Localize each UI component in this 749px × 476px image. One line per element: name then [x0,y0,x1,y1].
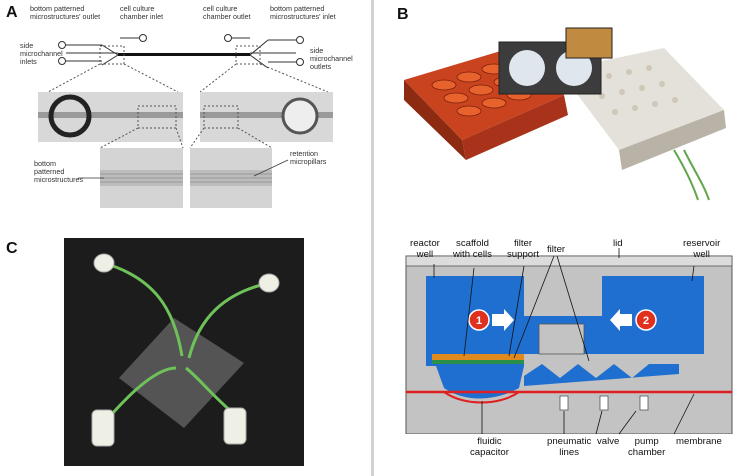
panel-divider [371,0,374,476]
label-reservoir-well: reservoir well [683,238,721,260]
label-scaffold: scaffold with cells [453,238,492,260]
label-filter: filter [547,244,566,255]
panel-letter-c: C [6,240,18,257]
label-chamber-outlet: cell culture chamber outlet [203,4,251,21]
label-bottom-inlet: bottom patterned microstructures' inlet [270,4,336,21]
marker-1 [468,309,490,331]
label-pump-chamber: pump chamber [628,436,666,458]
panel-c-photo [64,238,304,466]
label-pneumatic-lines: pneumatic lines [547,436,592,458]
label-reactor-well: reactor well [410,238,440,260]
marker-1-text: 1 [476,315,482,327]
filter-support [432,354,524,360]
panel-d-diagram: 1 2 [374,248,749,474]
label-bottom-outlet: bottom patterned microstructures' outlet [30,4,101,21]
label-valve: valve [597,436,620,447]
port-micrograph-right [281,97,319,135]
label-lid: lid [613,238,623,249]
marker-2 [635,309,657,331]
label-filter-support: filter support [507,238,539,260]
label-fluidic-capacitor: fluidic capacitor [470,436,509,458]
marker-2-text: 2 [643,315,649,327]
panel-letter-a: A [6,4,18,21]
panel-letter-b: B [397,6,409,23]
label-membrane: membrane [676,436,722,447]
scaffold [432,360,524,364]
label-side-inlets: side microchannel inlets [20,41,63,66]
label-bottom-microstructures: bottom patterned microstructures [34,159,84,184]
label-side-outlets: side microchannel outlets [310,46,353,71]
culture-chamber-channel [118,53,250,56]
label-chamber-inlet: cell culture chamber inlet [120,4,164,21]
port-micrograph-left [48,94,92,138]
label-retention-micropillars: retention micropillars [290,149,327,166]
panel-b-photo [404,27,726,201]
panel-a-schematic [38,34,333,208]
